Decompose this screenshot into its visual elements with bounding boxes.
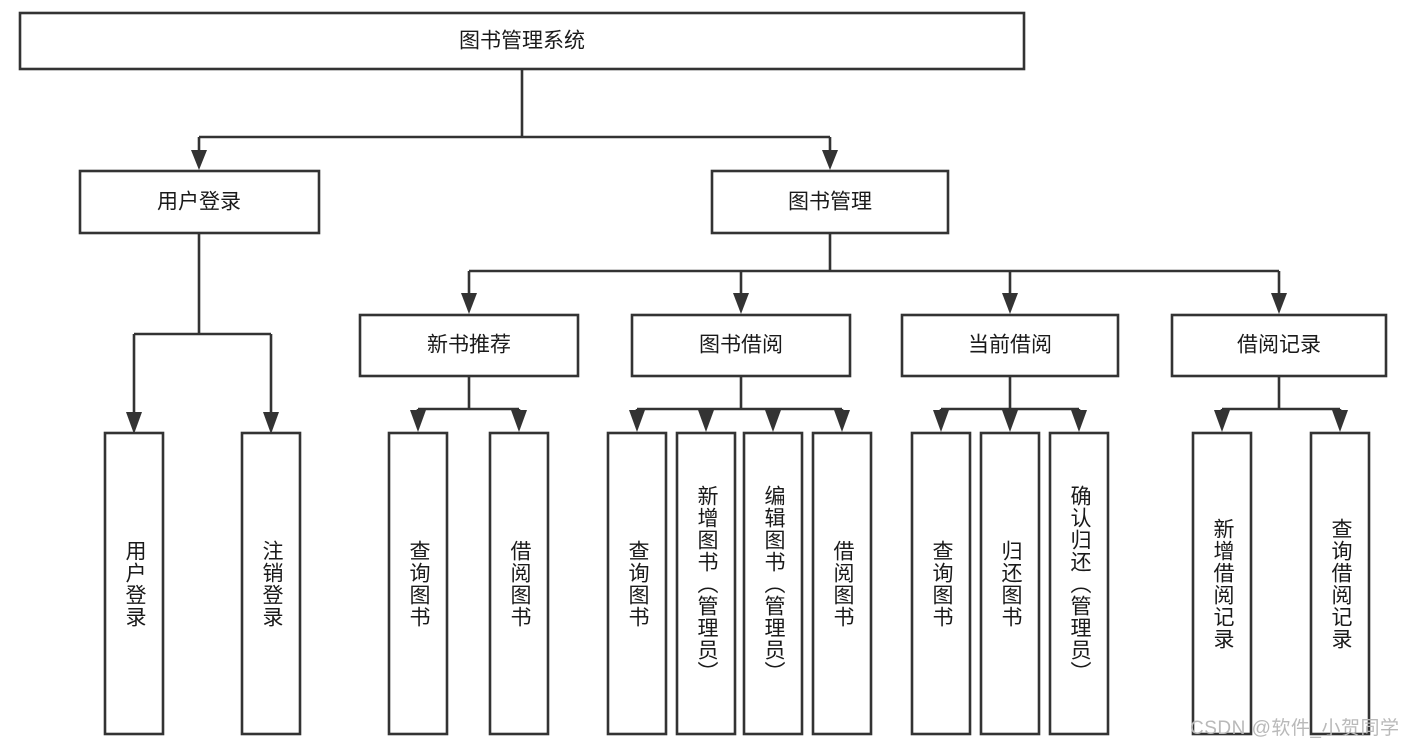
arrow-head-ul-leaf-2 (263, 412, 279, 434)
arrow-head-cb-leaf-1 (933, 410, 949, 432)
node-book-borrow-label: 图书借阅 (699, 334, 783, 357)
leaf-user-login-2[interactable] (240, 431, 302, 736)
leaf-user-login-1[interactable] (103, 431, 165, 736)
node-book-management[interactable] (710, 169, 950, 235)
leaf-current-borrow-3[interactable] (1048, 431, 1110, 736)
arrow-head-current (1002, 293, 1018, 314)
arrow-head-cb-leaf-3 (1071, 410, 1087, 432)
arrow-head-bb-leaf-4 (834, 410, 850, 432)
arrow-head-bb-leaf-1 (629, 410, 645, 432)
node-user-login[interactable] (78, 169, 321, 235)
arrow-head-cb-leaf-2 (1002, 410, 1018, 432)
csdn-watermark: CSDN @软件_小贺同学 (1190, 718, 1400, 739)
leaf-book-borrow-1[interactable] (606, 431, 668, 736)
arrow-head-br-leaf-2 (1332, 410, 1348, 432)
arrow-head-br-leaf-1 (1214, 410, 1230, 432)
node-book-borrow[interactable] (630, 313, 852, 378)
arrow-head-book-mgmt (822, 150, 838, 170)
connector-group-book-mgmt (461, 233, 1287, 314)
arrow-head-bb-leaf-3 (765, 410, 781, 432)
node-new-book-recommend[interactable] (358, 313, 580, 378)
node-current-borrow[interactable] (900, 313, 1120, 378)
leaf-book-borrow-2[interactable] (675, 431, 737, 736)
leaf-book-borrow-3[interactable] (742, 431, 804, 736)
arrow-head-record (1271, 293, 1287, 314)
node-root-label: 图书管理系统 (459, 30, 585, 53)
node-root-book-management-system[interactable] (18, 11, 1026, 71)
arrow-head-borrow (733, 293, 749, 314)
connector-group-current-borrow (933, 376, 1087, 432)
connector-group-borrow-record (1214, 376, 1348, 432)
leaf-borrow-record-2[interactable] (1309, 431, 1371, 736)
leaf-new-book-2[interactable] (488, 431, 550, 736)
leaf-borrow-record-1[interactable] (1191, 431, 1253, 736)
node-user-login-label: 用户登录 (157, 191, 241, 214)
connector-group-book-borrow (629, 376, 850, 432)
arrow-head-ul-leaf-1 (126, 412, 142, 434)
arrow-head-nb-leaf-2 (511, 410, 527, 432)
node-book-management-label: 图书管理 (788, 191, 872, 214)
connector-group-root (191, 69, 838, 170)
connector-group-user-login (126, 233, 279, 434)
leaf-new-book-1[interactable] (387, 431, 449, 736)
arrow-head-user-login (191, 150, 207, 170)
node-borrow-record-label: 借阅记录 (1237, 334, 1321, 357)
arrow-head-new-book (461, 293, 477, 314)
leaf-book-borrow-4[interactable] (811, 431, 873, 736)
arrow-head-nb-leaf-1 (410, 410, 426, 432)
leaf-current-borrow-1[interactable] (910, 431, 972, 736)
node-new-book-recommend-label: 新书推荐 (427, 334, 511, 357)
arrow-head-bb-leaf-2 (698, 410, 714, 432)
connector-group-new-book (410, 376, 527, 432)
leaf-current-borrow-2[interactable] (979, 431, 1041, 736)
node-current-borrow-label: 当前借阅 (968, 334, 1052, 357)
node-borrow-record[interactable] (1170, 313, 1388, 378)
